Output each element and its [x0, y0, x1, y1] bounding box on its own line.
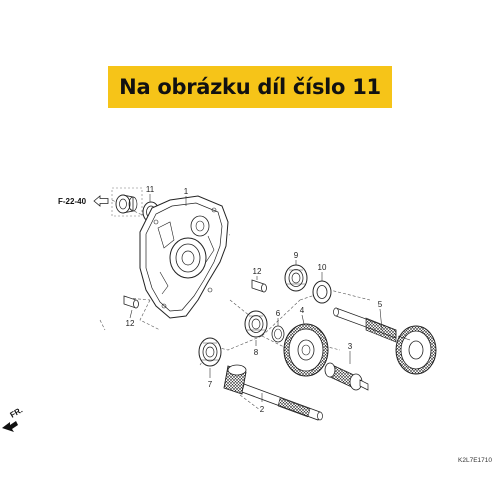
part-1-transmission-case	[139, 195, 229, 319]
front-direction-marker: FR.	[2, 405, 24, 432]
part-3-pinion-shaft	[324, 362, 369, 391]
reference-label: F-22-40	[58, 197, 87, 206]
part-11-oil-seal	[115, 194, 138, 214]
part-number-5: 5	[378, 300, 383, 309]
part-number-4: 4	[300, 306, 305, 315]
part-number-2: 2	[260, 405, 265, 414]
part-2-drive-shaft	[223, 364, 323, 421]
front-label: FR.	[9, 405, 25, 419]
highlight-banner: Na obrázku díl číslo 11	[108, 66, 392, 108]
part-number-12-lower: 12	[126, 319, 135, 328]
part-7-bearing	[198, 337, 222, 367]
part-number-7: 7	[208, 380, 213, 389]
part-number-9: 9	[294, 251, 299, 260]
part-12-dowel-pin-lower	[123, 295, 139, 309]
reference-arrow-icon	[93, 195, 109, 207]
part-number-8: 8	[254, 348, 259, 357]
part-4-gear	[283, 323, 329, 377]
part-10-oil-seal	[312, 280, 332, 304]
part-12-dowel-pin-upper	[251, 279, 267, 293]
reference-marker: F-22-40	[58, 187, 143, 217]
part-number-6: 6	[276, 309, 281, 318]
part-9-bearing	[284, 264, 308, 292]
leader-lines	[129, 194, 383, 402]
part-number-3: 3	[348, 342, 353, 351]
reference-dashed-box	[111, 187, 143, 217]
part-8-bearing	[244, 310, 268, 338]
diagram-code: K2L7E1710	[458, 457, 492, 464]
part-number-labels: 1 2 3 4 5 6 7 8 9 10 11 12 12	[126, 185, 383, 414]
part-number-11: 11	[146, 185, 155, 194]
part-5-final-shaft	[333, 307, 437, 375]
part-6-washer	[271, 325, 285, 343]
part-number-12-upper: 12	[253, 267, 262, 276]
part-number-10: 10	[318, 263, 327, 272]
front-arrow-icon	[2, 421, 18, 432]
part-number-1: 1	[184, 187, 189, 196]
banner-text: Na obrázku díl číslo 11	[119, 75, 381, 99]
